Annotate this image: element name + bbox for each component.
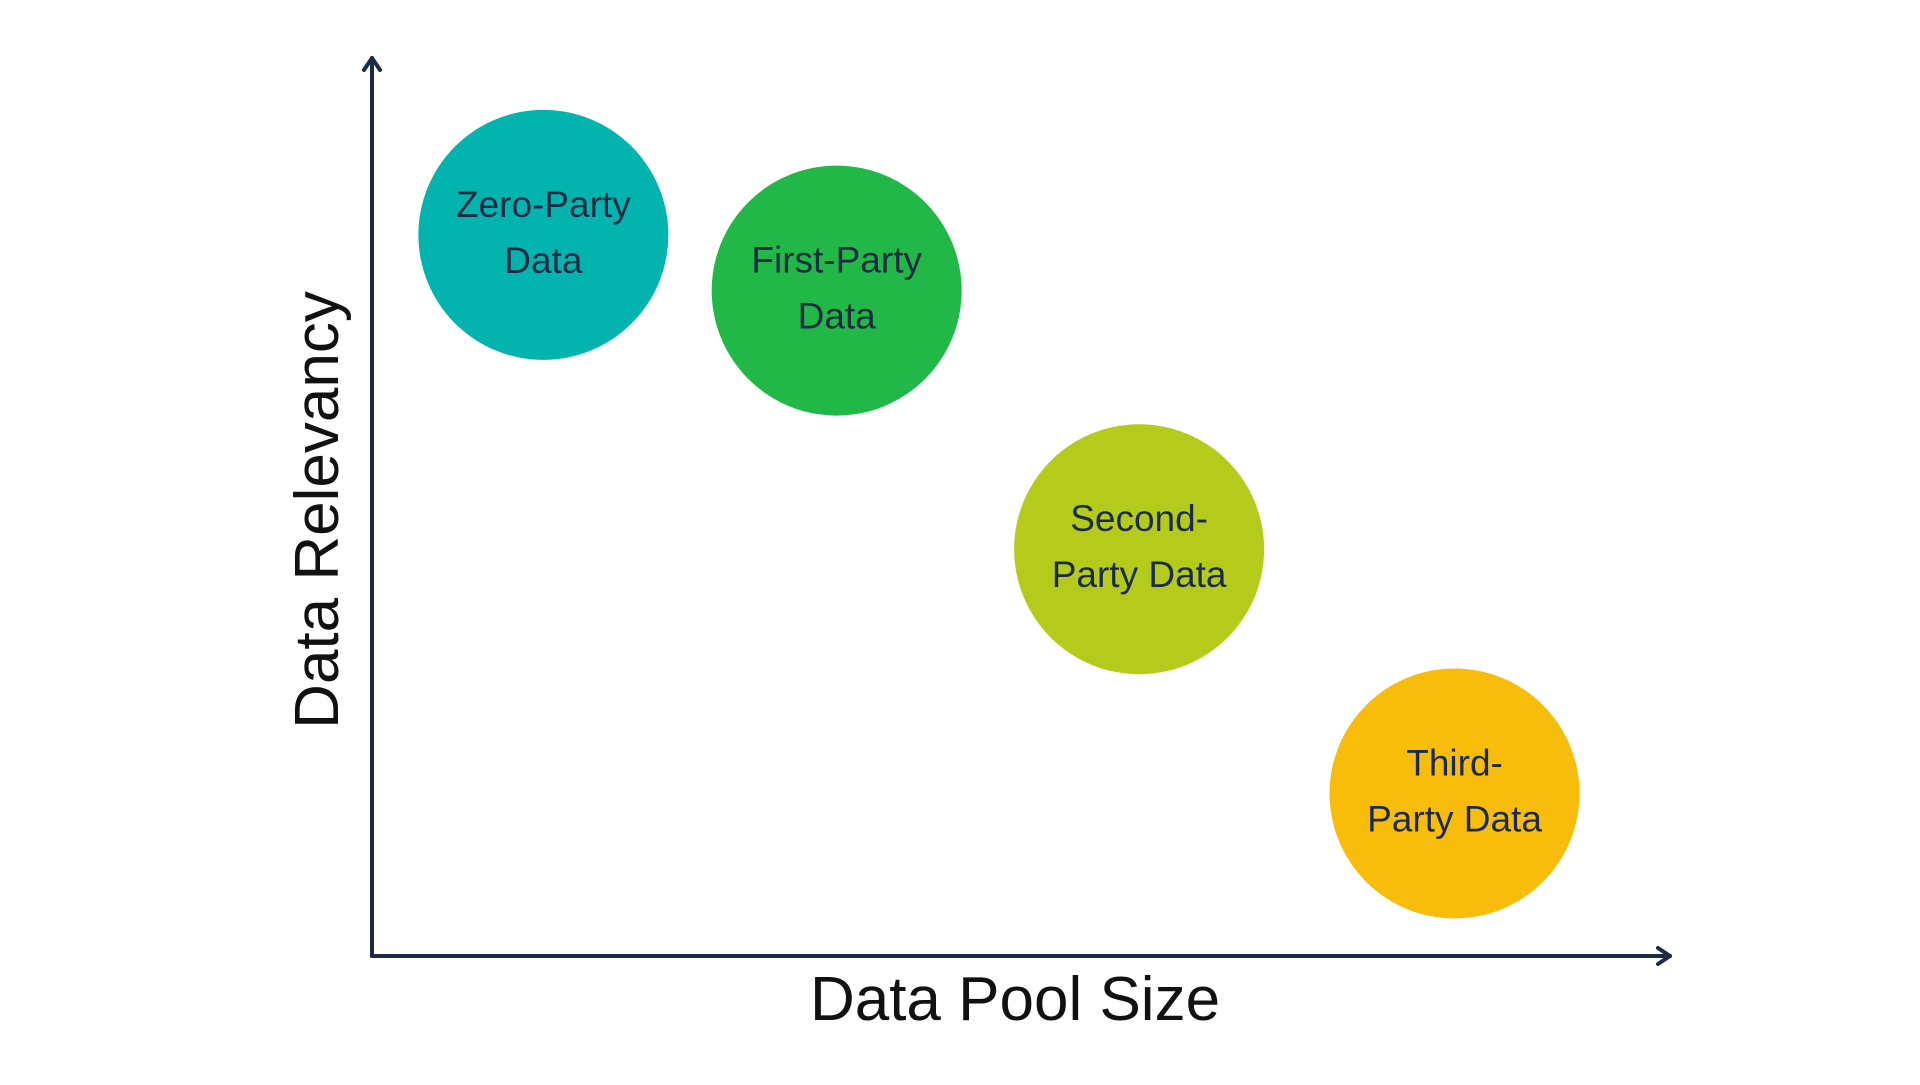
bubble-label-line: Data (798, 296, 877, 337)
bubble-label-line: Party Data (1367, 798, 1542, 839)
bubble-label-line: Third- (1406, 742, 1503, 783)
bubble-label-line: Data (504, 240, 583, 281)
bubble-label-line: First-Party (751, 240, 922, 281)
bubble-3 (1014, 424, 1265, 675)
bubble-label-line: Zero-Party (456, 184, 631, 225)
y-axis-title: Data Relevancy (283, 291, 352, 729)
bubble-1 (418, 109, 669, 360)
y-axis-arrow-icon (362, 56, 382, 72)
x-axis-arrow-icon (1656, 946, 1672, 966)
x-axis-title: Data Pool Size (810, 965, 1220, 1034)
bubble-label-4: Third- Party Data (1367, 742, 1542, 839)
bubble-label-line: Party Data (1052, 554, 1227, 595)
bubble-label-3: Second- Party Data (1052, 498, 1227, 595)
bubble-label-line: Second- (1070, 498, 1208, 539)
axes (362, 56, 1672, 966)
bubble-4 (1329, 668, 1580, 919)
bubble-2 (711, 165, 962, 416)
